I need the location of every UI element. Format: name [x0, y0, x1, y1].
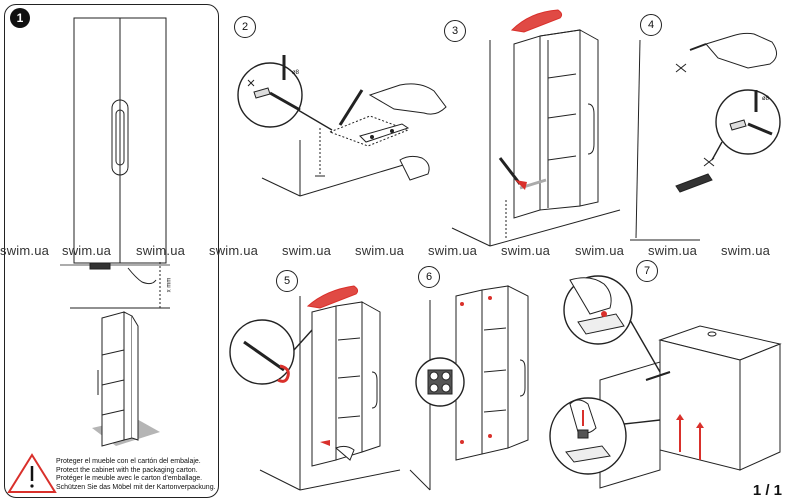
step-5-badge: 5 [276, 270, 298, 292]
step5-cabinet [311, 301, 381, 467]
drill-size-label: ø8 [292, 70, 300, 76]
warning-line-en: Protect the cabinet with the packaging c… [56, 466, 198, 474]
drill-size-label: ø8 [762, 96, 770, 102]
step7-top-detail [563, 275, 661, 373]
step-3-badge: 3 [444, 20, 466, 42]
step7-cabinet [599, 325, 782, 489]
watermark: swim.ua [282, 243, 332, 258]
watermark: swim.ua [136, 243, 186, 258]
step1-cabinet-front [60, 17, 170, 270]
step4-wall [630, 39, 715, 241]
watermark: swim.ua [0, 243, 50, 258]
step7-red-arrows [676, 414, 704, 460]
step5-wall [259, 296, 401, 491]
warning-triangle-icon [7, 453, 57, 493]
step4-drill [689, 32, 777, 69]
watermark: swim.ua [428, 243, 478, 258]
step-7-badge: 7 [636, 260, 658, 282]
step6-cabinet [455, 285, 529, 461]
warning-line-de: Schützen Sie das Möbel mit der Kartonver… [56, 483, 216, 491]
step1-cabinet-on-carton [92, 311, 160, 447]
step-4-badge: 4 [640, 14, 662, 36]
watermark: swim.ua [721, 243, 771, 258]
step6-detail-circle [415, 357, 465, 407]
watermark: swim.ua [648, 243, 698, 258]
watermark: swim.ua [62, 243, 112, 258]
step5-red-bracket [306, 285, 359, 446]
step3-wall [451, 40, 621, 247]
step1-hand-measure [70, 262, 170, 309]
warning-text: Proteger el mueble con el cartón del emb… [56, 458, 216, 492]
step-1-panel [4, 4, 219, 498]
watermark: swim.ua [575, 243, 625, 258]
step5-detail-circle [229, 319, 313, 385]
step7-bottom-detail [549, 397, 661, 475]
step2-wall [261, 115, 421, 197]
watermark: swim.ua [501, 243, 551, 258]
step4-detail-circle [711, 89, 781, 161]
step-1-badge: 1 [10, 8, 30, 28]
warning-line-es: Proteger el mueble con el cartón del emb… [56, 458, 201, 465]
step3-cabinet [498, 29, 599, 240]
step2-detail-circle [237, 55, 333, 131]
warning-line-fr: Protéger le meuble avec le carton d'emba… [56, 475, 203, 483]
step3-red-bracket [510, 9, 563, 190]
step2-drill-hand [338, 83, 447, 181]
step-2-badge: 2 [234, 16, 256, 38]
step-6-badge: 6 [418, 266, 440, 288]
watermark: swim.ua [355, 243, 405, 258]
watermark: swim.ua [209, 243, 259, 258]
dimension-label: x mm [166, 277, 173, 293]
page-number: 1 / 1 [752, 482, 782, 499]
